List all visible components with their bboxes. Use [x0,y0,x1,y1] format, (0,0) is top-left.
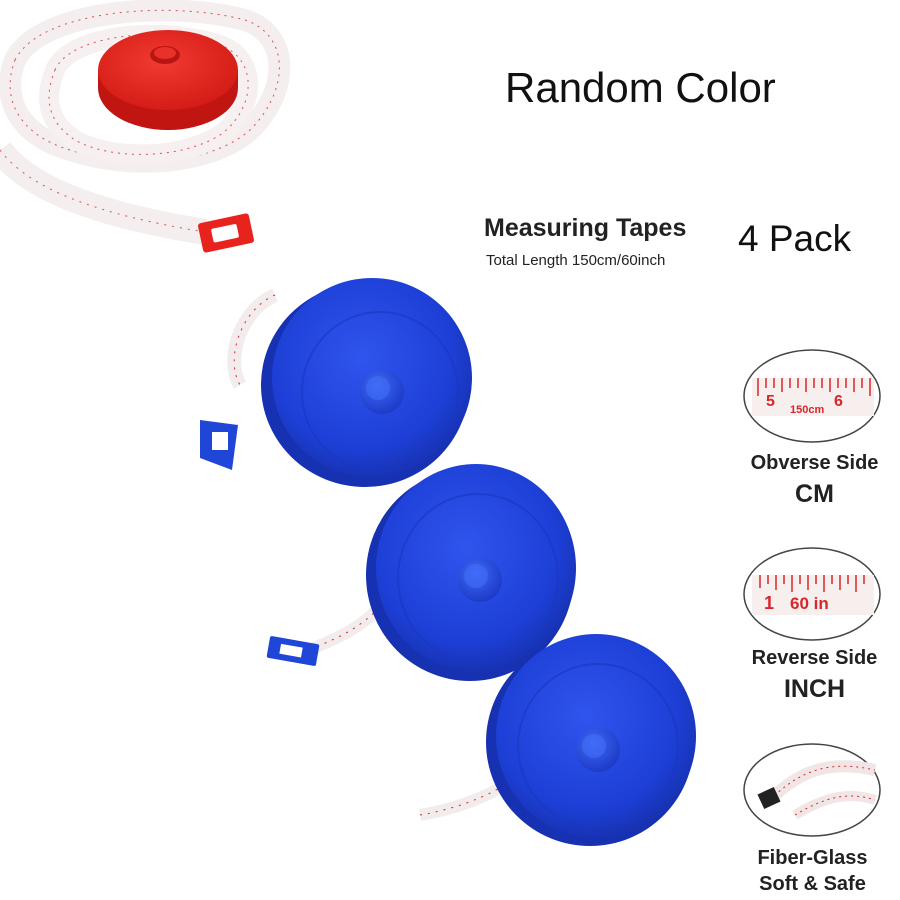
product-subtitle: Total Length 150cm/60inch [486,252,666,269]
reverse-scale-badge: 1 60 in [743,547,881,641]
red-case [98,30,238,110]
tape-end-clip [198,213,254,253]
inch-ticks [759,575,865,592]
red-tape-measure [0,0,291,253]
cm-unit-label: CM [795,480,834,508]
product-title: Measuring Tapes [484,214,687,242]
reverse-side-label: Reverse Side [751,647,878,669]
inch-scale-mid: 60 in [790,594,829,613]
blue-tape-measure-1 [200,278,472,487]
tape-end-clip [757,786,781,810]
cm-ticks [757,378,871,396]
soft-safe-label: Soft & Safe [759,873,866,895]
random-color-headline: Random Color [505,64,776,111]
blue-tape-measure-3 [419,634,696,846]
inch-scale-left: 1 [764,593,774,613]
fiberglass-badge [743,743,881,837]
blue-tape-measure-2 [266,464,576,681]
obverse-scale-badge: 5 150cm 6 [743,349,881,443]
obverse-side-label: Obverse Side [750,452,879,474]
tape-tail [0,141,208,245]
cm-scale-left: 5 [766,393,775,410]
inch-unit-label: INCH [783,675,846,703]
pack-count: 4 Pack [738,218,852,259]
cm-scale-right: 6 [834,393,843,410]
cm-scale-mid: 150cm [790,404,824,416]
fiberglass-label: Fiber-Glass [757,847,868,869]
